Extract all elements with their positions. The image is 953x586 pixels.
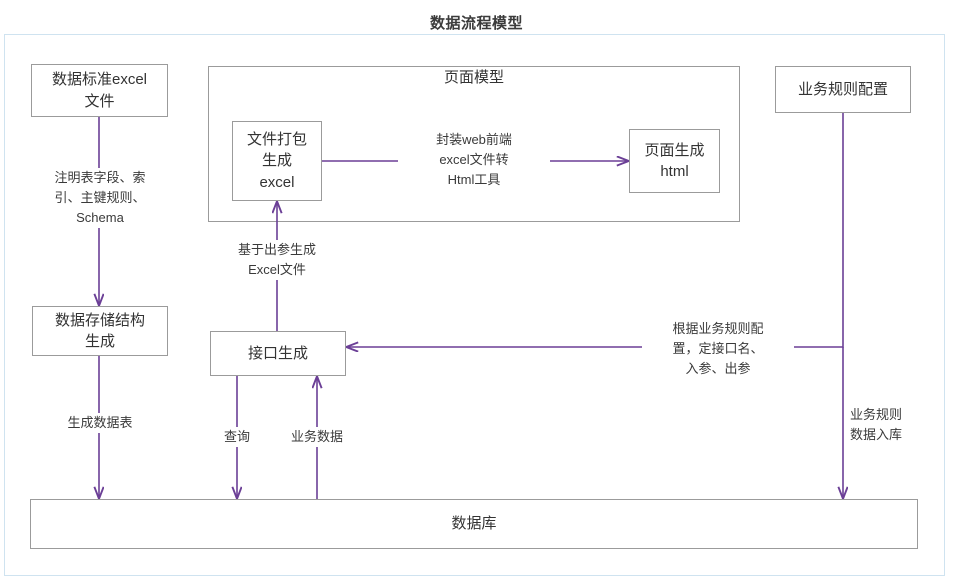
edge-label-query: 查询 [199, 427, 275, 448]
node-data-storage-structure[interactable]: 数据存储结构 生成 [32, 306, 168, 356]
edge-label-generate-data-table: 生成数据表 [24, 413, 176, 434]
node-file-package-excel[interactable]: 文件打包 生成 excel [232, 121, 322, 201]
edge-label-by-business-rule: 根据业务规则配 置，定接口名、 入参、出参 [642, 319, 794, 380]
node-page-generate-html[interactable]: 页面生成 html [629, 129, 720, 193]
edge-label-excel-from-output-params: 基于出参生成 Excel文件 [201, 240, 353, 281]
edge-label-web-excel-to-html-tool: 封装web前端 excel文件转 Html工具 [398, 130, 550, 191]
node-database[interactable]: 数据库 [30, 499, 918, 549]
node-data-standard-excel[interactable]: 数据标准excel 文件 [31, 64, 168, 117]
edge-label-business-data: 业务数据 [279, 427, 355, 448]
edge-label-schema-rules: 注明表字段、索 引、主键规则、 Schema [24, 168, 176, 229]
node-interface-generate[interactable]: 接口生成 [210, 331, 346, 376]
node-business-rule-config[interactable]: 业务规则配置 [775, 66, 911, 113]
group-page-model-title: 页面模型 [443, 69, 504, 86]
page-title: 数据流程模型 [429, 15, 523, 32]
edge-label-rule-data-to-db: 业务规则 数据入库 [850, 405, 938, 446]
